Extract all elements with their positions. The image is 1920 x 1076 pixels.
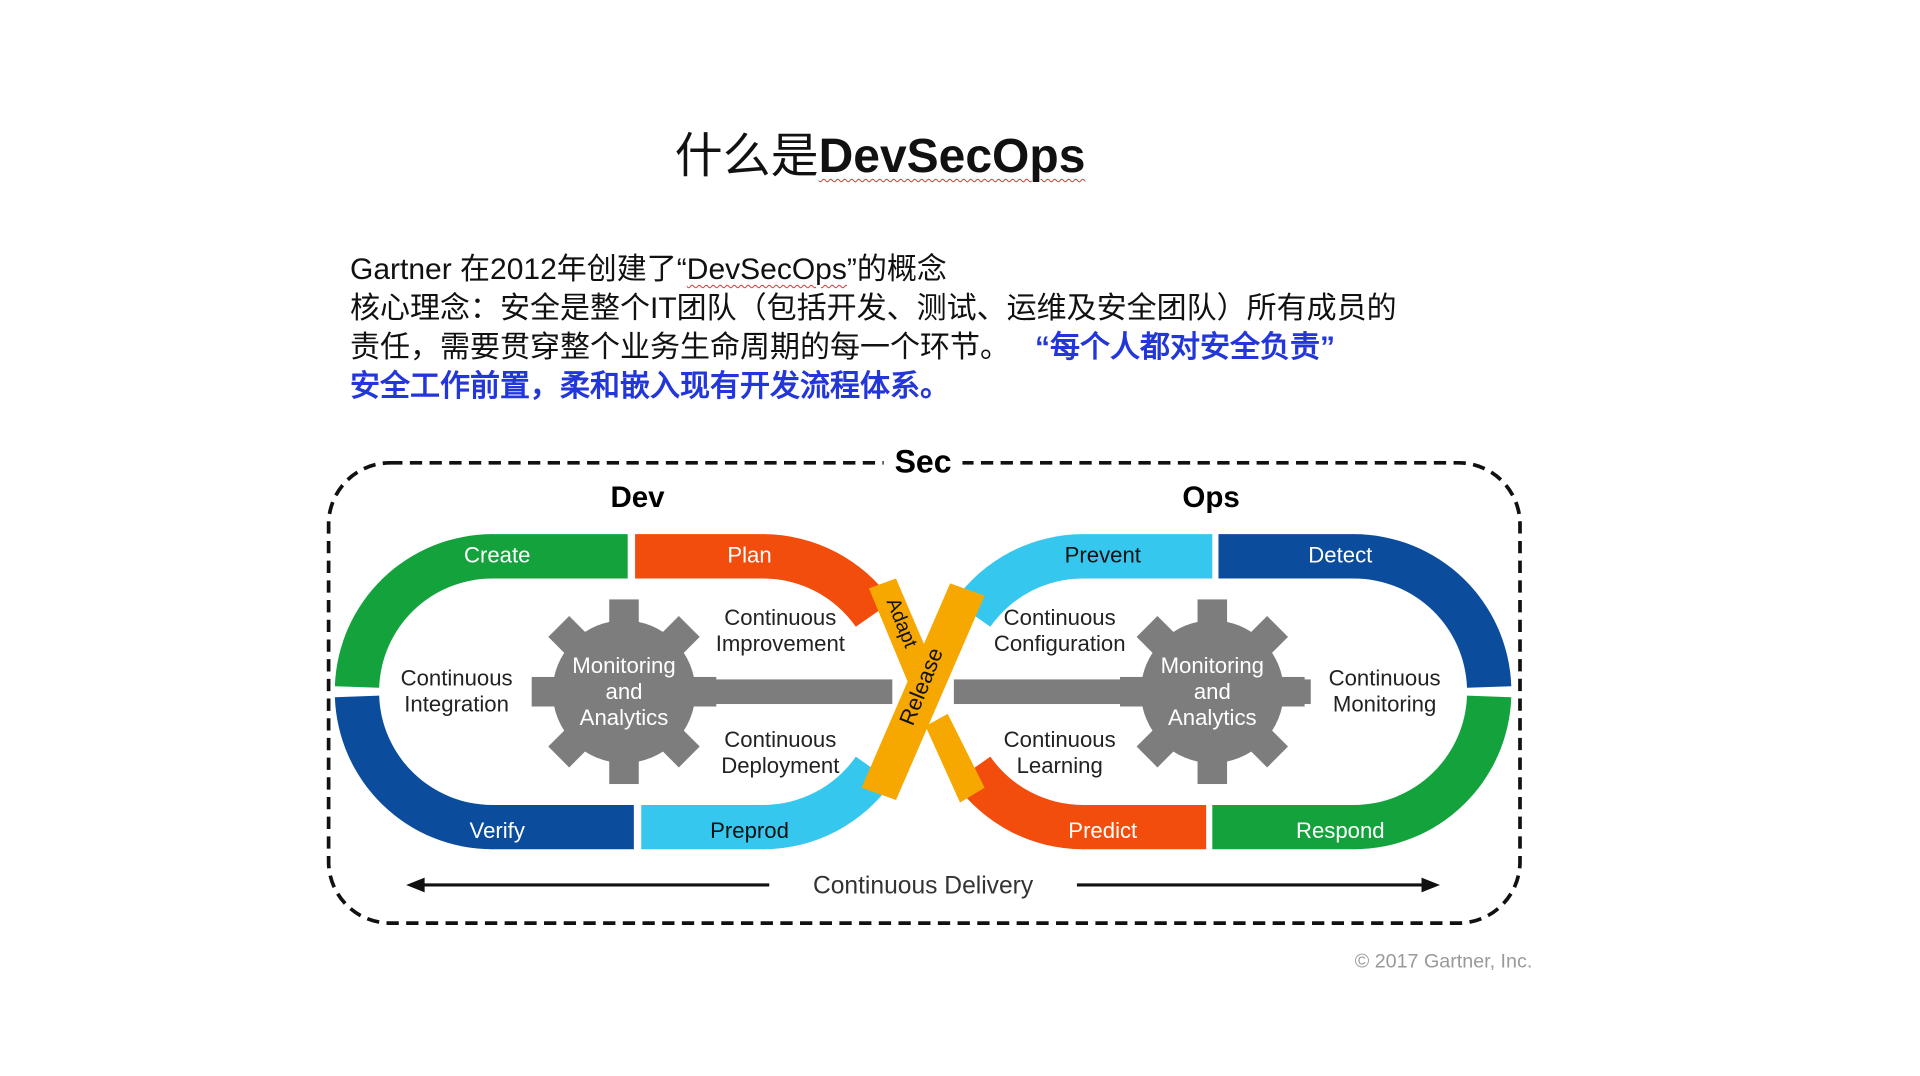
text: ”的概念 xyxy=(846,253,947,286)
text: Gartner 在2012年创建了“ xyxy=(350,253,687,286)
segment-release-tail xyxy=(925,713,985,803)
segment-plan-part xyxy=(763,534,893,627)
copyright: © 2017 Gartner, Inc. xyxy=(1355,950,1533,972)
label: Preprod xyxy=(710,818,789,843)
segment-prevent-part xyxy=(954,534,1084,627)
segment-create xyxy=(334,534,628,688)
sec-label: Sec xyxy=(895,444,952,480)
label: Create xyxy=(464,542,530,567)
intro-line-4: 安全工作前置，柔和嵌入现有开发流程体系。 xyxy=(350,370,950,403)
label: Integration xyxy=(404,691,509,716)
segment-preprod xyxy=(641,756,893,850)
label: Monitoring xyxy=(1161,653,1264,678)
intro-line-3: 责任，需要贯穿整个业务生命周期的每一个环节。 “每个人都对安全负责” xyxy=(350,328,1397,367)
intro-text: Gartner 在2012年创建了“DevSecOps”的概念 核心理念：安全是… xyxy=(350,250,1397,406)
label: Continuous xyxy=(1329,666,1441,691)
label: and xyxy=(606,679,643,704)
segment-plan-part xyxy=(635,534,765,579)
gear-body xyxy=(1140,620,1284,764)
segment-preprod-part xyxy=(641,804,765,850)
segment-prevent-part xyxy=(1081,534,1213,579)
arrowhead-left xyxy=(406,877,425,893)
label: Continuous xyxy=(724,605,836,630)
gear-icon-ops xyxy=(1120,599,1305,785)
label: Monitoring xyxy=(572,653,675,678)
segment-release xyxy=(861,583,985,801)
gear-body xyxy=(552,620,696,764)
segment-create-part xyxy=(491,534,628,579)
page-title: 什么是DevSecOps xyxy=(0,116,1760,186)
label: Respond xyxy=(1296,818,1385,843)
highlight-quote: “每个人都对安全负责” xyxy=(1035,331,1336,364)
label: Continuous xyxy=(1004,605,1116,630)
segment-predict-part xyxy=(954,756,1084,850)
segment-respond xyxy=(1212,695,1512,850)
title-prefix: 什么是 xyxy=(674,130,819,183)
label: Verify xyxy=(470,818,526,843)
label: Continuous xyxy=(724,727,836,752)
text: 责任，需要贯穿整个业务生命周期的每一个环节。 xyxy=(350,331,1010,364)
segment-respond-part xyxy=(1353,695,1512,850)
label: and xyxy=(1194,679,1231,704)
label: Plan xyxy=(727,542,771,567)
label: Analytics xyxy=(580,705,669,730)
ops-label: Ops xyxy=(1182,481,1239,514)
label: Predict xyxy=(1068,818,1137,843)
term: DevSecOps xyxy=(686,253,847,286)
segment-prevent xyxy=(954,534,1213,627)
label: Continuous xyxy=(1004,727,1116,752)
intro-line-1: Gartner 在2012年创建了“DevSecOps”的概念 xyxy=(350,250,1397,289)
label: Analytics xyxy=(1168,705,1257,730)
label: Detect xyxy=(1308,542,1372,567)
segment-verify xyxy=(334,695,634,850)
segment-detect-part xyxy=(1218,534,1356,579)
label: Continuous xyxy=(401,666,513,691)
segment-verify-part xyxy=(334,695,493,850)
label: Improvement xyxy=(716,631,845,656)
segment-detect xyxy=(1218,534,1512,688)
arrowhead-right xyxy=(1421,877,1440,893)
gear-icon-dev xyxy=(531,599,717,785)
title-highlight: DevSecOps xyxy=(818,130,1086,183)
label: Learning xyxy=(1017,753,1103,778)
segment-predict-part xyxy=(1081,804,1207,850)
label: Configuration xyxy=(994,631,1126,656)
intro-line-2: 核心理念：安全是整个IT团队（包括开发、测试、运维及安全团队）所有成员的 xyxy=(350,292,1397,325)
label: Monitoring xyxy=(1333,691,1436,716)
segment-preprod-part xyxy=(763,756,893,850)
label: Prevent xyxy=(1065,542,1141,567)
label: Deployment xyxy=(721,753,839,778)
segment-predict xyxy=(954,756,1207,850)
segment-plan xyxy=(635,534,893,627)
continuous-delivery-label: Continuous Delivery xyxy=(813,873,1034,900)
dev-label: Dev xyxy=(610,481,665,514)
segment-create-part xyxy=(334,534,493,688)
segment-verify-part xyxy=(491,804,634,850)
segment-detect-part xyxy=(1353,534,1512,688)
segment-respond-part xyxy=(1212,804,1356,850)
